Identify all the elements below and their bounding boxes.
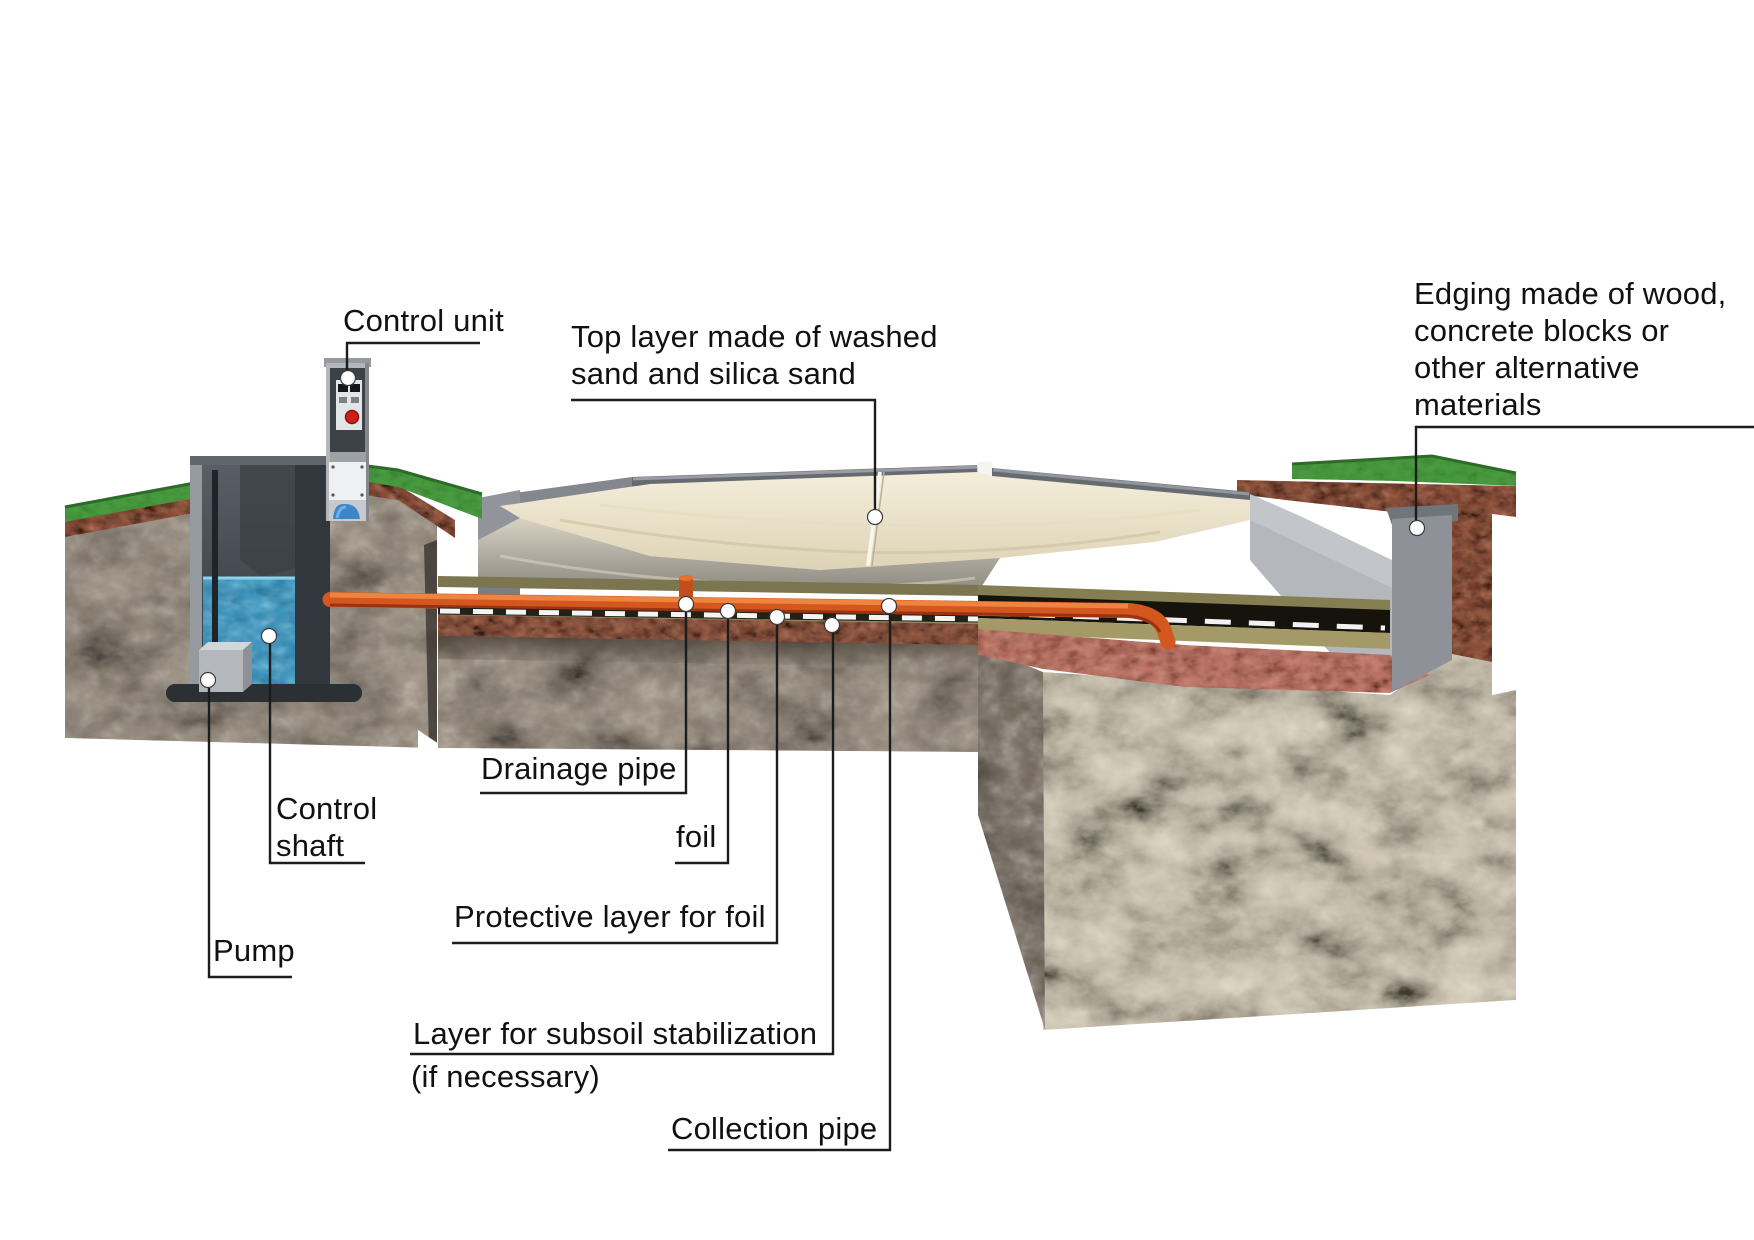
leader-control-unit [345,341,480,371]
dot-subsoil [823,616,841,634]
back-edging-highlight-2 [992,468,1250,496]
drainage-collection-pipes [322,575,1176,650]
shaft-right-wall [295,462,330,695]
pump-top [199,642,252,650]
dot-top-layer [866,508,884,526]
far-right-grass-edge [1291,454,1517,475]
far-right-grass [1292,456,1516,486]
dot-control-unit [339,369,357,387]
back-edging-highlight [632,465,978,481]
leader-top-layer [571,398,877,510]
cable-bag [333,503,360,519]
leader-protective-layer [452,625,779,945]
collection-pipe-highlight [329,592,1129,609]
shaft-base-plate [166,684,362,702]
cabinet-shelf [330,452,366,462]
anchor-dots [199,369,1426,689]
label-control-shaft: Control shaft [276,791,378,863]
dot-control-shaft [260,627,278,645]
shaft-rim [190,456,330,465]
label-subsoil: Layer for subsoil stabilization [413,1016,818,1051]
label-drainage-pipe: Drainage pipe [481,751,677,786]
pump-riser-pipe [212,470,218,662]
leader-lines [207,341,1754,1152]
door-screw [331,465,335,469]
dot-collection-pipe [880,597,898,615]
right-soil-block [978,454,1517,1030]
cabinet-side [365,363,369,521]
panel-switch-1 [339,397,347,403]
door-screw [360,465,364,469]
sand-wave-1 [559,518,1161,555]
dot-edging [1408,519,1426,537]
salmon-gravel-right [978,629,1430,693]
leader-drainage-pipe [480,611,688,795]
leader-collection-pipe [668,614,892,1152]
label-top-layer: Top layer made of washed sand and silica… [571,319,938,391]
label-collection-pipe: Collection pipe [671,1111,878,1146]
drainage-pipe-tee [679,578,693,598]
left-edging-top [478,477,650,508]
label-foil: foil [676,819,717,854]
control-shaft-structure [166,456,362,702]
right-edging-block-front [1392,515,1452,692]
label-control-unit: Control unit [343,303,504,338]
foil-line-dashes [439,608,979,622]
right-gravel-strip [1452,514,1492,662]
right-soil-front-face [1043,514,1516,1030]
label-protective-layer: Protective layer for foil [454,899,766,934]
olive-band-left [438,576,978,596]
shaft-left-wall [190,458,202,692]
panel-display-1 [338,384,348,392]
sand-wave-2 [599,503,1201,528]
label-edging: Edging made of wood, concrete blocks or … [1414,276,1727,422]
center-soil-block [438,608,978,752]
leader-subsoil [410,633,835,1056]
label-subsoil-note: (if necessary) [411,1059,600,1094]
dot-foil [719,602,737,620]
left-grass [65,461,482,522]
leader-foil [675,619,730,865]
leader-edging [1414,425,1754,520]
block-gap-shadow [424,540,437,750]
cabinet-door [329,462,366,500]
emergency-stop-button [344,409,360,425]
door-screw [360,493,364,497]
door-screw [331,493,335,497]
khaki-band-right [978,618,1390,649]
label-pump: Pump [213,933,295,968]
center-soil-top-shadow [438,636,978,668]
panel-display-2 [350,384,360,392]
olive-band-right [978,585,1390,612]
leader-pump [207,688,292,979]
dot-drainage-pipe [677,595,695,613]
dot-protective-layer [768,608,786,626]
dot-pump [199,671,217,689]
drainage-pipe-tee-mouth [679,575,693,581]
right-soil-left-face [978,645,1045,1030]
collection-pipe-body [322,592,1176,650]
collection-pipe-shade [329,603,1162,633]
cable-bag-highlight [335,505,347,519]
leader-control-shaft [268,644,365,865]
panel-switch-2 [351,397,359,403]
pump-side [243,642,252,692]
